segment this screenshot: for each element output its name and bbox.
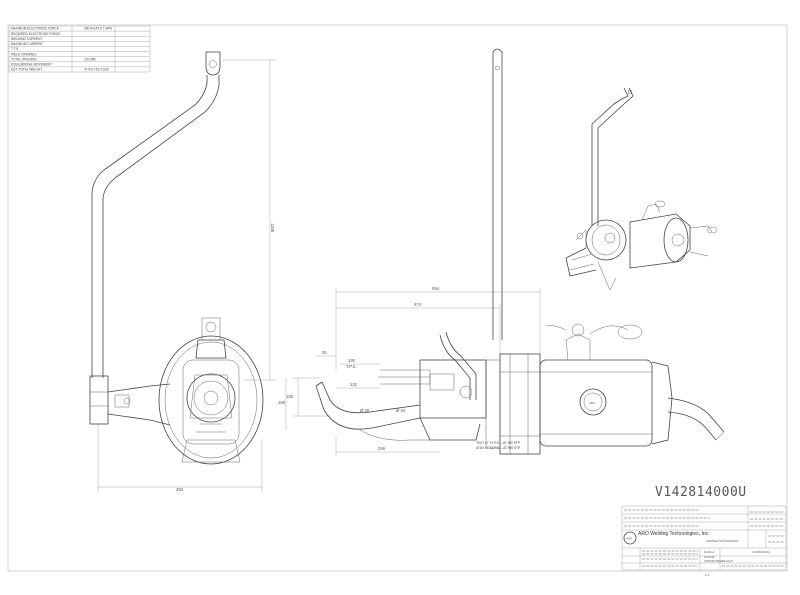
dim-height: 1168 [270,223,275,233]
subtitle: CONNECTOR DIAGRAM [706,539,738,543]
sheet-no: 1/1 [705,573,709,577]
dim-offset-a: 130 [348,358,356,363]
spec-value: 120 MM [84,57,96,61]
spec-value: 47 KG 151.0 LBS [84,68,109,72]
tip-label: T.P.S. [346,364,357,369]
dim-overall-length: 554 [432,286,440,291]
spec-label: TOTAL OPENING [11,57,37,61]
dim-offset-c: 132 [350,382,358,387]
aro-logo-text: ARO [626,537,633,541]
part-no: V142814000U [752,550,770,554]
dim-angle-a: Ø 38 [360,408,370,413]
spec-label: MAXIMUM CURRENT [11,42,43,46]
spec-label: REQUIRED ELECTRODE FORCE [11,32,60,36]
dim-length-2: 474 [414,302,422,307]
type-b: R-104-B [704,555,715,559]
spec-label: MAXIMUM ELECTRODE FORCE [11,27,59,31]
dim-throat: 246 [378,446,386,451]
dim-angle-b: Ø 40 [396,408,406,413]
isometric-view [565,87,718,291]
type-a: R-104-A [704,550,715,554]
spec-label: WELDING CURRENT [11,37,42,41]
dim-v2: 156 [278,400,286,405]
aro-logo-icon [623,531,637,545]
svg-text:ARO: ARO [589,401,596,405]
spec-label: EST. TOTAL WEIGHT [11,68,42,72]
note-line-1: TEST 47 T4 P.S.L. AT 950 STP [476,441,520,445]
dim-v1: 106 [286,394,294,399]
title-block: ARO ARO Welding Technologies, Inc. CONNE… [621,505,787,577]
spec-label: T.T.S. [11,47,19,51]
dim-offset-b: 25 [322,350,327,355]
company-name: ARO Welding Technologies, Inc. [638,531,710,537]
dim-width-front: 350 [176,487,184,492]
product-line: TRANSFORMER GUN [704,559,733,563]
note-line-2: ATEX 47 S2 P.S.L. AT 950 STP [476,446,520,450]
spec-label: EQUILATERAL MOVEMENT [11,62,52,66]
front-view: 1168 350 [89,51,276,492]
drawing-number: V142814000U [655,485,747,500]
spec-label: WELD OPENING [11,52,36,56]
sheet-border [7,24,788,572]
side-view: ARO 554 [278,48,725,456]
spec-table: MAXIMUM ELECTRODE FORCE 350 KN AT 6.7 MPA… [8,25,151,73]
spec-value: 350 KN AT 6.7 MPA [84,27,113,31]
